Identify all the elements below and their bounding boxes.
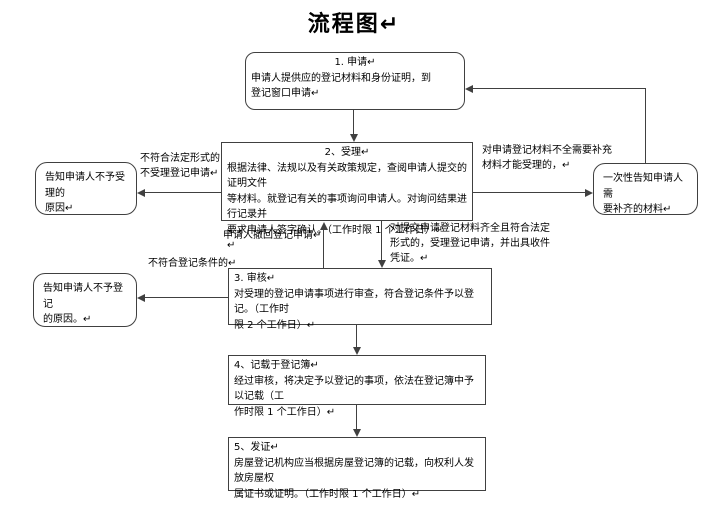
arrow-step2-to-supplement-line <box>473 192 586 193</box>
page-title: 流程图↵ <box>307 12 401 37</box>
step4-body: 经过审核，将决定予以登记的事项，依法在登记簿中予以记载（工 作时限 1 个工作日… <box>234 375 474 418</box>
arrow-withdraw-head <box>320 222 328 230</box>
step2-accept-box: 2、受理↵ 根据法律、法规以及有关政策规定，查阅申请人提交的证明文件 等材料。就… <box>221 142 473 251</box>
arrow-step4-to-step5-line <box>356 405 357 430</box>
arrow-step2-to-step3-head <box>378 260 386 268</box>
arrow-step1-to-step2-head <box>350 134 358 142</box>
step4-record-box: 4、记载于登记簿↵ 经过审核，将决定予以登记的事项，依法在登记簿中予以记载（工 … <box>228 355 486 418</box>
notify-no-register-text: 告知申请人不予登记 的原因。↵ <box>43 283 123 325</box>
step2-body: 根据法律、法规以及有关政策规定，查阅申请人提交的证明文件 等材料。就登记有关的事… <box>227 162 467 252</box>
arrow-step3-to-step4-head <box>353 347 361 355</box>
arrow-step3-to-no-register-line <box>144 297 228 298</box>
arrow-step2-to-no-accept-head <box>137 189 145 197</box>
arrow-step3-to-no-register-head <box>137 294 145 302</box>
arrow-withdraw-line <box>323 229 324 268</box>
arrow-step2-to-supplement-head <box>585 189 593 197</box>
step3-title: 3. 审核↵ <box>234 273 276 284</box>
label-withdraw: 申请人撤回登记申请↵ <box>223 230 322 241</box>
step1-title: 1. 申请↵ <box>334 57 376 68</box>
label-incomplete-materials: 对申请登记材料不全需要补充 材料才能受理的，↵ <box>482 145 612 171</box>
notify-no-register-box: 告知申请人不予登记 的原因。↵ <box>33 273 137 327</box>
arrow-step4-to-step5-head <box>353 429 361 437</box>
step5-body: 房屋登记机构应当根据房屋登记簿的记载，向权利人发放房屋权 属证书或证明。（工作时… <box>234 457 474 500</box>
notify-no-accept-text: 告知申请人不予受理的 原因↵ <box>45 172 125 214</box>
arrow-supplement-to-step1-hline <box>472 88 646 89</box>
notify-supplement-text: 一次性告知申请人需 要补齐的材料↵ <box>603 173 683 215</box>
notify-supplement-box: 一次性告知申请人需 要补齐的材料↵ <box>593 163 698 215</box>
notify-no-accept-box: 告知申请人不予受理的 原因↵ <box>35 162 137 215</box>
arrow-step3-to-step4-line <box>356 325 357 348</box>
arrow-step2-to-step3-line <box>381 221 382 261</box>
step3-review-box: 3. 审核↵ 对受理的登记申请事项进行审查，符合登记条件予以登记。（工作时 限 … <box>228 268 492 331</box>
arrow-supplement-to-step1-head <box>465 85 473 93</box>
step5-issue-box: 5、发证↵ 房屋登记机构应当根据房屋登记簿的记载，向权利人发放房屋权 属证书或证… <box>228 437 486 500</box>
step2-title: 2、受理↵ <box>324 147 370 158</box>
label-complete-materials: 对提交申请登记材料齐全且符合法定 形式的，受理登记申请，并出具收件 凭证。↵ <box>390 223 550 264</box>
step4-title: 4、记载于登记簿↵ <box>234 360 319 371</box>
label-not-qualified: 不符合登记条件的↵ <box>148 258 237 269</box>
arrow-supplement-to-step1-vline <box>645 88 646 163</box>
step1-apply-box: 1. 申请↵ 申请人提供应的登记材料和身份证明，到 登记窗口申请↵ <box>245 52 465 110</box>
arrow-step1-to-step2-line <box>353 110 354 135</box>
step3-body: 对受理的登记申请事项进行审查，符合登记条件予以登记。（工作时 限 2 个工作日）… <box>234 288 474 331</box>
step1-body: 申请人提供应的登记材料和身份证明，到 登记窗口申请↵ <box>251 72 431 100</box>
label-not-legal-form: 不符合法定形式的 不受理登记申请↵ <box>140 153 220 179</box>
arrow-step2-to-no-accept-line <box>144 192 221 193</box>
step5-title: 5、发证↵ <box>234 442 279 453</box>
